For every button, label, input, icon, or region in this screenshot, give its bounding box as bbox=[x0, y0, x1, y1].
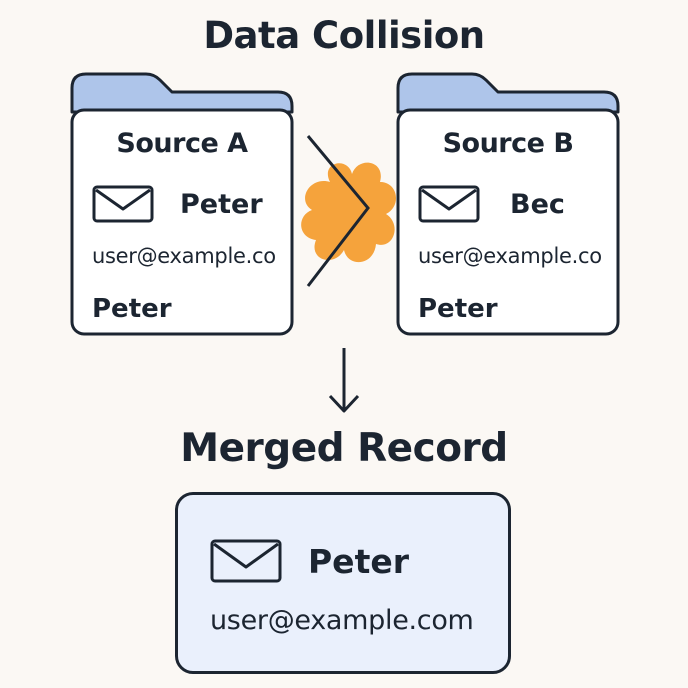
source-b-footer-name: Peter bbox=[418, 294, 498, 324]
source-a-footer-name: Peter bbox=[92, 294, 172, 324]
diagram-title: Data Collision bbox=[203, 14, 485, 57]
source-b-email: user@example.co bbox=[418, 244, 602, 268]
merged-name-row: Peter bbox=[210, 539, 409, 583]
merged-name: Peter bbox=[308, 541, 409, 581]
source-a-folder: Source A Peter user@example.co Peter bbox=[70, 72, 294, 336]
source-b-heading: Source B bbox=[442, 128, 574, 159]
merged-email: user@example.com bbox=[210, 605, 474, 636]
collision-burst-icon bbox=[301, 135, 397, 287]
folder-icon bbox=[70, 72, 294, 336]
source-a-name-row: Peter bbox=[92, 184, 263, 224]
envelope-icon bbox=[210, 539, 282, 583]
source-b-name: Bec bbox=[510, 188, 565, 220]
source-b-folder: Source B Bec user@example.co Peter bbox=[396, 72, 620, 336]
merged-record-card: Peter user@example.com bbox=[175, 492, 511, 674]
envelope-icon bbox=[418, 185, 480, 223]
merged-record-title: Merged Record bbox=[180, 426, 508, 471]
source-a-email: user@example.co bbox=[92, 244, 276, 268]
source-a-heading: Source A bbox=[116, 128, 248, 159]
arrow-down-icon bbox=[328, 348, 360, 413]
source-b-name-row: Bec bbox=[418, 184, 565, 224]
folder-icon bbox=[396, 72, 620, 336]
source-a-name: Peter bbox=[180, 188, 263, 220]
envelope-icon bbox=[92, 185, 154, 223]
